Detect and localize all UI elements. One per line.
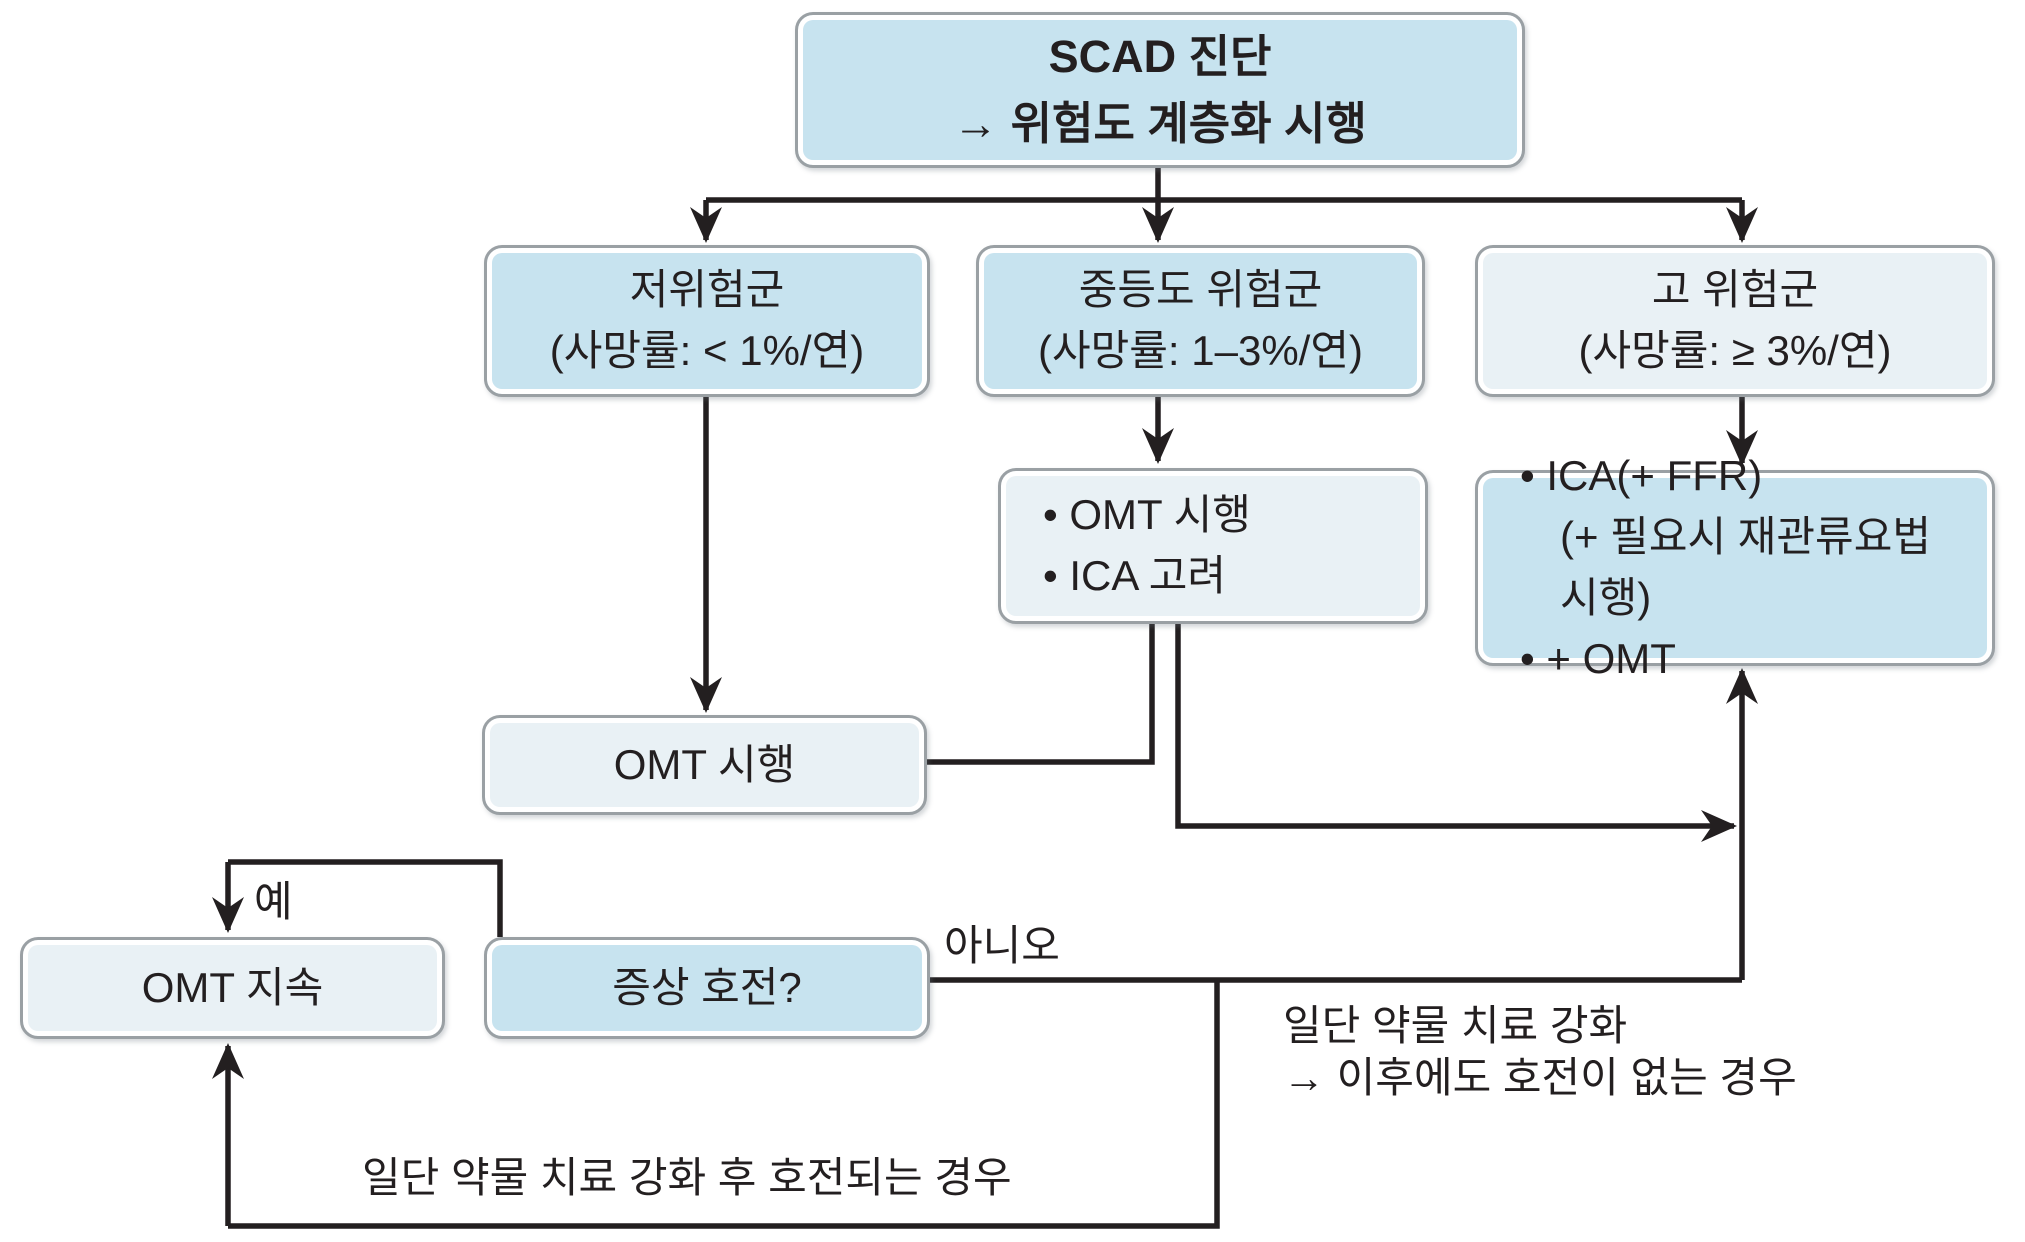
node-low-risk-line1: 저위험군 <box>629 266 785 314</box>
label-no: 아니오 <box>944 922 1060 969</box>
node-scad-line1: SCAD 진단 <box>1048 30 1272 82</box>
node-high-risk: 고 위험군 (사망률: ≥ 3%/연) <box>1475 245 1995 397</box>
node-omt-line1: OMT 시행 <box>613 740 796 788</box>
node-ica-ffr-line2: (+ 필요시 재관류요법 시행) <box>1560 513 1931 621</box>
label-yes: 예 <box>254 878 293 925</box>
node-scad-diagnosis: SCAD 진단 → 위험도 계층화 시행 <box>795 12 1525 168</box>
label-no-improve-line1: 일단 약물 치료 강화 <box>1283 1002 1628 1049</box>
node-ica-ffr-line1: • ICA(+ FFR) <box>1520 452 1763 500</box>
connector-symptom-yes <box>228 859 503 937</box>
node-omt-continue: OMT 지속 <box>20 937 445 1039</box>
node-omt-ica: • OMT 시행 • ICA 고려 <box>998 468 1428 624</box>
node-low-risk: 저위험군 (사망률: < 1%/연) <box>484 245 930 397</box>
node-mid-risk: 중등도 위험군 (사망률: 1–3%/연) <box>976 245 1425 397</box>
node-ica-ffr: • ICA(+ FFR) (+ 필요시 재관류요법 시행) • + OMT <box>1475 452 1995 682</box>
node-high-risk-line2: (사망률: ≥ 3%/연) <box>1578 327 1892 374</box>
node-mid-risk-line1: 중등도 위험군 <box>1078 266 1323 314</box>
node-high-risk-line1: 고 위험군 <box>1651 266 1819 314</box>
node-symptom-line1: 증상 호전? <box>612 963 802 1011</box>
node-ica-ffr-line3: • + OMT <box>1520 634 1676 682</box>
node-scad-line2: → 위험도 계층화 시행 <box>953 98 1367 149</box>
label-no-improve-line2: → 이후에도 호전이 없는 경우 <box>1283 1054 1797 1101</box>
label-improve-after-intensify: 일단 약물 치료 강화 후 호전되는 경우 <box>362 1154 1012 1201</box>
node-low-risk-line2: (사망률: < 1%/연) <box>549 327 865 374</box>
node-omt-ica-line1: • OMT 시행 <box>1043 491 1251 539</box>
node-omt-continue-line1: OMT 지속 <box>141 963 324 1011</box>
connector-bottom-loop <box>228 980 1220 1229</box>
connector-omt-to-omt-ica <box>927 624 1155 765</box>
node-symptom-improve: 증상 호전? <box>484 937 930 1039</box>
arrow-omt-ica-to-ica-riser <box>1175 624 1737 842</box>
node-omt-ica-line2: • ICA 고려 <box>1043 552 1227 599</box>
node-mid-risk-line2: (사망률: 1–3%/연) <box>1038 327 1363 374</box>
node-omt: OMT 시행 <box>482 715 927 815</box>
